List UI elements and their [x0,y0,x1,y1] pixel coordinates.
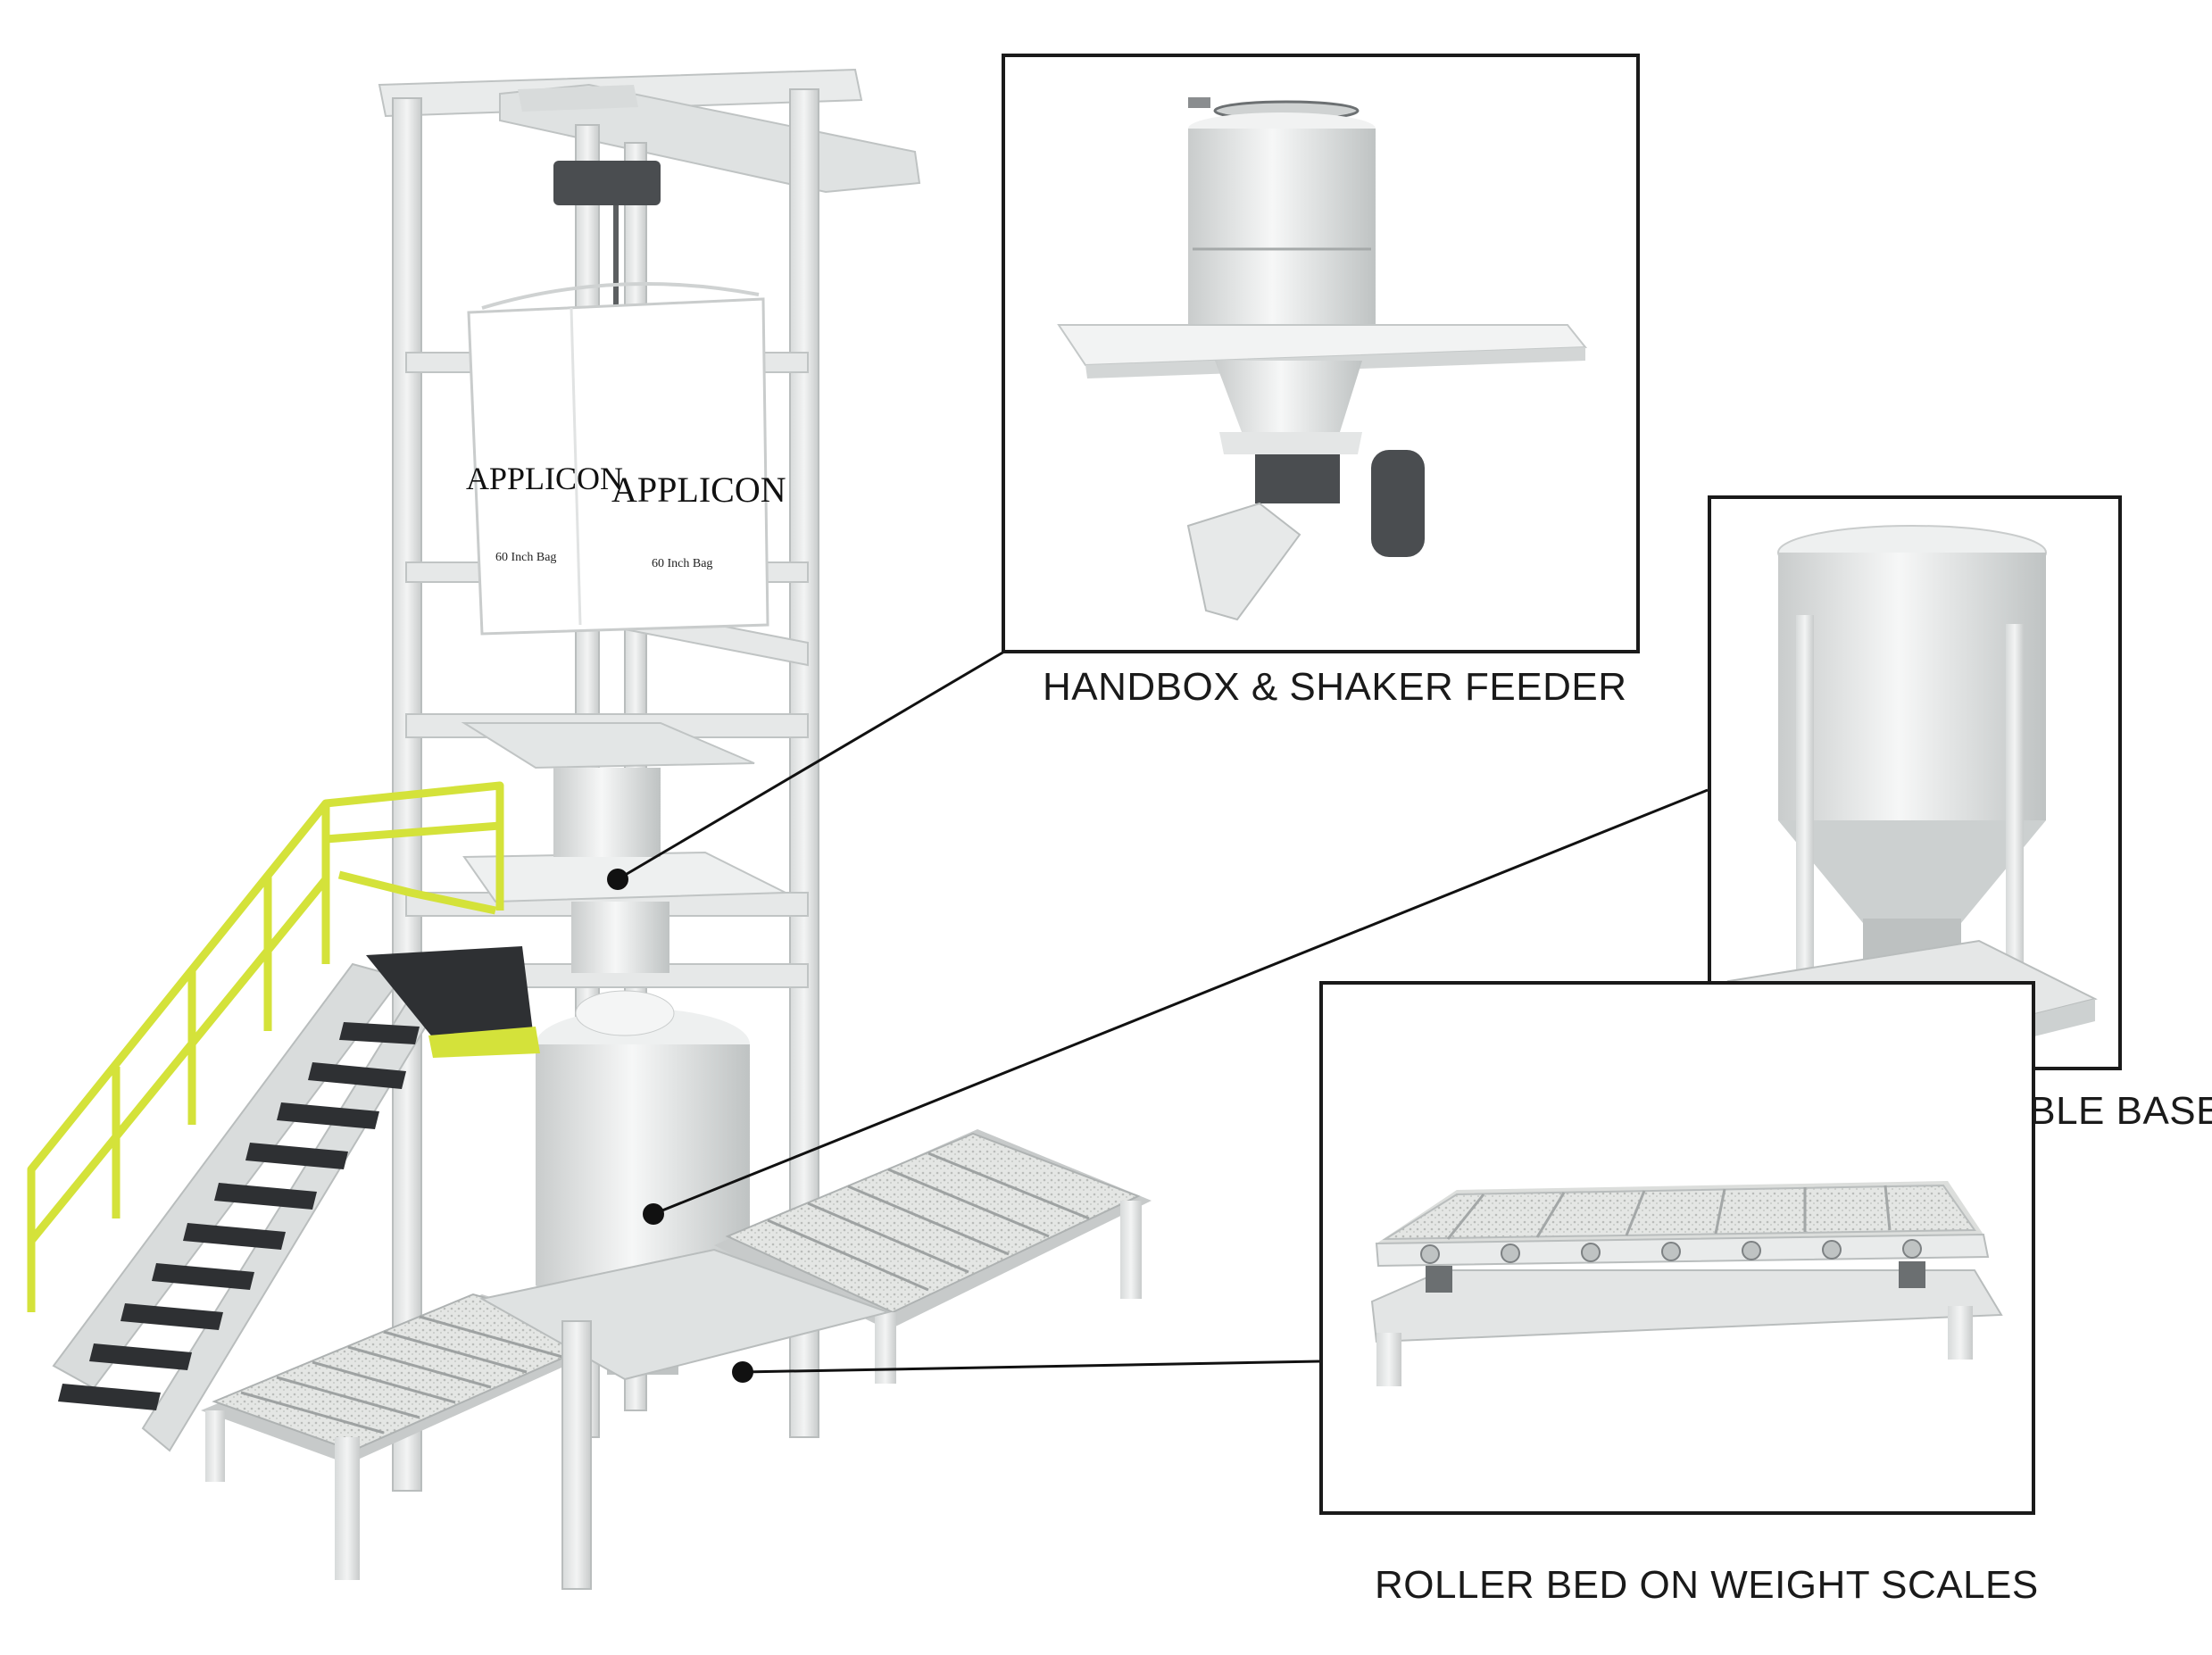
bag-cradle [461,722,755,769]
shaker-feeder-body [571,902,669,973]
landing-kickplate [428,1027,540,1058]
bulk-bag: APPLICON APPLICON 60 Inch Bag 60 Inch Ba… [466,282,786,636]
inset-roller-bed [1319,981,2035,1515]
inset-sanitary-bin [1708,495,2122,1070]
roller-conveyor-rear [714,1129,1152,1384]
roller-bed-detail-illustration [1370,1181,2003,1386]
roller-conveyor-front [201,1293,625,1580]
safety-railing [27,781,504,1312]
handbox-body [553,768,661,857]
leader-roller [742,1360,1320,1374]
inset-handbox [1002,54,1640,653]
bag-brand-right: APPLICON [611,470,786,510]
stair-landing [366,946,536,1053]
access-stairs [27,781,540,1452]
bag-brand-left: APPLICON [466,461,623,496]
hoist-trolley [553,161,661,205]
leader-dot-handbox [607,869,628,890]
callout-leaders [607,650,1709,1383]
column-base-front-left [561,1320,592,1590]
leader-dot-roller [732,1361,753,1383]
bag-size-left: 60 Inch Bag [495,551,556,564]
caption-handbox: HANDBOX & SHAKER FEEDER [1043,665,1627,709]
top-beam-back [518,85,638,112]
leader-bin [653,788,1709,1216]
caption-roller-bed: ROLLER BED ON WEIGHT SCALES [1375,1563,2039,1607]
leader-handbox [617,650,1005,881]
handbox-detail-illustration [1057,97,1588,621]
leader-dot-bin [643,1203,664,1225]
bag-size-right: 60 Inch Bag [652,557,712,570]
bulk-bag-unloader: APPLICON APPLICON 60 Inch Bag 60 Inch Ba… [27,68,1152,1590]
